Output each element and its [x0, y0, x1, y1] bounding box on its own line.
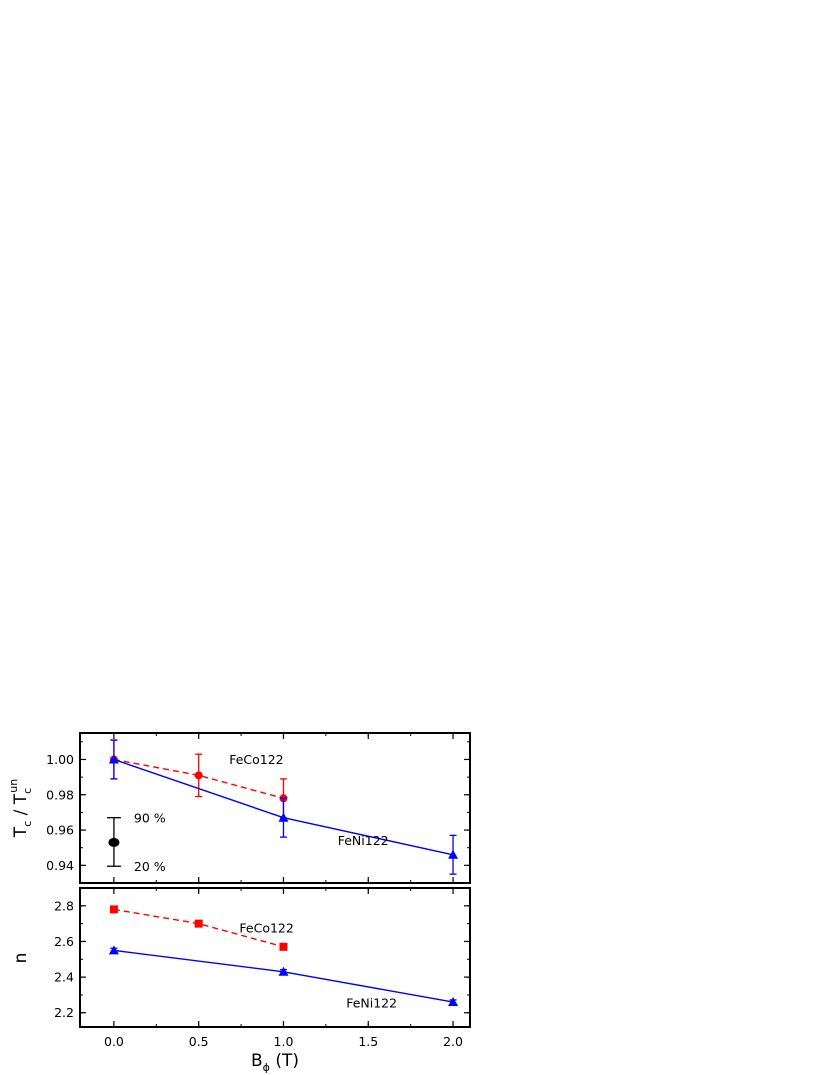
y-tick-label: 2.4 [54, 970, 74, 985]
series-annotation: FeCo122 [229, 752, 283, 767]
data-point [109, 905, 118, 914]
bottom-plot-frame [79, 887, 471, 1028]
x-tick-label: 2.0 [443, 1034, 463, 1049]
data-point [278, 966, 289, 976]
scale-top-label: 90 % [134, 811, 166, 826]
xlabel-sub: ϕ [263, 1061, 270, 1074]
x-tick-label: 0.0 [104, 1034, 124, 1049]
y-tick-label: 0.98 [46, 787, 74, 802]
data-point [278, 812, 289, 822]
data-point [448, 849, 459, 859]
ylabel-sub2: c [21, 788, 34, 794]
ylabel-main1: T [11, 826, 31, 838]
x-tick-label: 1.0 [274, 1034, 294, 1049]
y-tick-label: 1.00 [46, 752, 74, 767]
x-tick-label: 0.5 [189, 1034, 209, 1049]
series-line-FeCo122 [113, 758, 284, 799]
series-annotation: FeNi122 [346, 995, 397, 1010]
data-point [194, 771, 203, 780]
bottom-panel: 0.0 0.5 1.0 1.5 2.0 2.2 2.4 2.6 2.8 FeCo122FeNi1… [54, 887, 471, 1049]
top-ticks: 0.94 0.96 0.98 1.00 [46, 733, 470, 883]
y-tick-label: 0.96 [46, 823, 74, 838]
ylabel-sub1: c [21, 821, 34, 827]
top-plot-frame [79, 732, 471, 884]
scale-marker [108, 837, 120, 847]
data-point [108, 754, 119, 764]
ylabel-sep: / T [11, 793, 31, 821]
ylabel-sup2: un [7, 779, 20, 793]
data-point [279, 942, 288, 951]
xlabel-main: B [251, 1051, 263, 1071]
bottom-y-axis-title: n [11, 953, 31, 964]
top-series [108, 739, 459, 875]
y-tick-label: 2.8 [54, 898, 74, 913]
x-axis-title: Bϕ (T) [251, 1051, 299, 1074]
bottom-series [108, 905, 459, 1007]
y-tick-label: 2.6 [54, 934, 74, 949]
y-tick-label: 2.2 [54, 1005, 74, 1020]
scale-bottom-label: 20 % [134, 859, 166, 874]
y-tick-label: 0.94 [46, 858, 74, 873]
data-point [108, 945, 119, 955]
data-point [448, 997, 459, 1007]
series-line-FeNi122 [113, 949, 454, 1003]
series-annotation: FeCo122 [239, 921, 293, 936]
x-tick-label: 1.5 [358, 1034, 378, 1049]
xlabel-rest: (T) [270, 1051, 299, 1071]
data-point [194, 919, 203, 928]
top-y-axis-title: Tc / Tcun [7, 779, 34, 838]
series-annotation: FeNi122 [338, 833, 389, 848]
